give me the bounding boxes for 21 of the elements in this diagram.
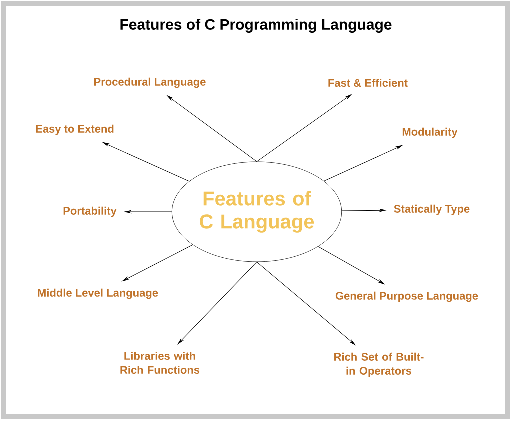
arrow [342,209,386,212]
arrow [318,246,385,285]
arrow [124,210,172,214]
title: Features of C Programming Language [120,18,392,34]
feature-label: Fast & Efficient [328,78,408,88]
feature-label: Procedural Language [94,78,206,88]
feature-label: Libraries with Rich Functions [120,352,200,374]
feature-label: General Purpose Language [336,292,478,302]
arrow [256,94,352,162]
feature-label: Modularity [402,128,458,138]
arrow [324,145,403,182]
arrow [178,262,258,344]
arrow [167,96,258,162]
arrow [102,142,190,182]
feature-label: Easy to Extend [36,124,114,136]
feature-label: Statically Type [394,204,470,216]
feature-label: Rich Set of Built-in Operators [334,352,424,378]
arrow [122,244,194,282]
feature-label: Portability [64,206,117,218]
arrow [256,262,356,346]
feature-label: Middle Level Language [38,288,158,300]
